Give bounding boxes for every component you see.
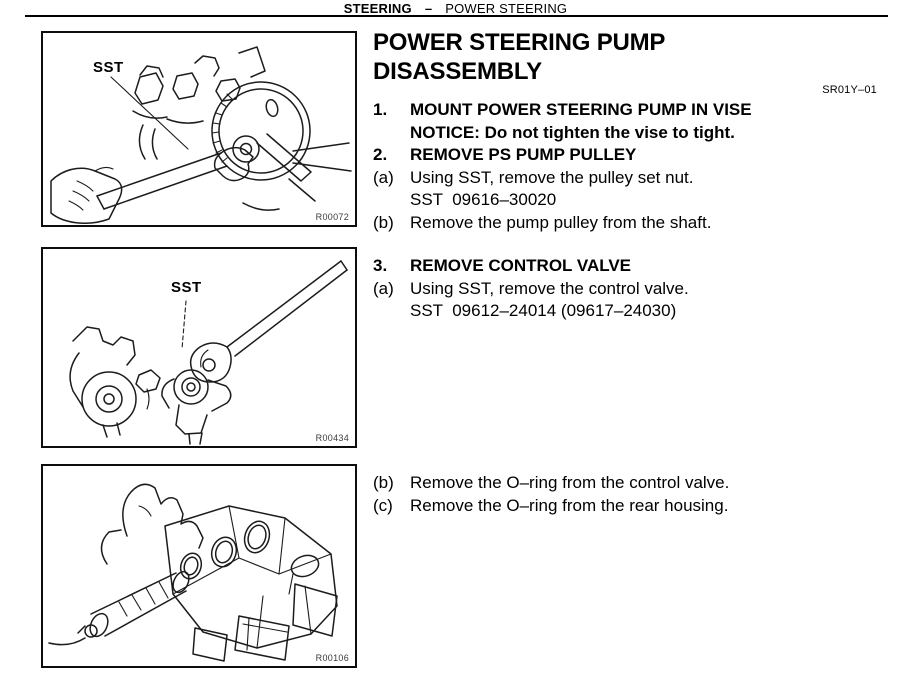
control-valve-removal-illustration bbox=[69, 260, 348, 445]
procedure-block-pulley: 1. MOUNT POWER STEERING PUMP IN VISE NOT… bbox=[373, 99, 893, 234]
sst-part-number-line: SST 09612–24014 (09617–24030) bbox=[373, 300, 893, 323]
procedure-step: 1. MOUNT POWER STEERING PUMP IN VISE bbox=[373, 99, 893, 122]
sst-callout-label: SST bbox=[171, 279, 202, 296]
page-title-line1: POWER STEERING PUMP bbox=[373, 29, 666, 56]
procedure-block-orings: (b) Remove the O–ring from the control v… bbox=[373, 472, 893, 517]
page-title-line2: DISASSEMBLY bbox=[373, 58, 542, 85]
sst-callout-label: SST bbox=[93, 59, 124, 76]
sst-part-number-line: SST 09616–30020 bbox=[373, 189, 893, 212]
figure-oring-removal: R00106 bbox=[41, 464, 357, 668]
oring-removal-illustration bbox=[48, 483, 338, 662]
header-subsection: POWER STEERING bbox=[445, 1, 568, 16]
procedure-substep: (b) Remove the O–ring from the control v… bbox=[373, 472, 893, 495]
step-text: REMOVE PS PUMP PULLEY bbox=[410, 145, 637, 164]
figure-pump-pulley-removal: SST R00072 bbox=[41, 31, 357, 227]
step-number: 1. bbox=[373, 100, 388, 119]
substep-text: Remove the O–ring from the rear housing. bbox=[410, 495, 729, 515]
sst-part-number: SST 09616–30020 bbox=[410, 190, 557, 209]
procedure-step: 2. REMOVE PS PUMP PULLEY bbox=[373, 144, 893, 167]
substep-text: Using SST, remove the control valve. bbox=[410, 278, 689, 298]
substep-letter bbox=[373, 189, 410, 212]
figure-control-valve-removal: SST R00434 bbox=[41, 247, 357, 448]
procedure-step: 3. REMOVE CONTROL VALVE bbox=[373, 255, 893, 278]
header-section: STEERING bbox=[343, 1, 412, 16]
substep-text: Remove the O–ring from the control valve… bbox=[410, 473, 730, 492]
step-text: REMOVE CONTROL VALVE bbox=[410, 256, 632, 275]
substep-letter: (c) bbox=[373, 495, 393, 515]
procedure-substep: (a) Using SST, remove the control valve. bbox=[373, 278, 893, 301]
pulley-removal-illustration bbox=[50, 46, 352, 225]
step-number: 3. bbox=[373, 256, 388, 275]
substep-letter: (b) bbox=[373, 473, 394, 492]
page-title: POWER STEERING PUMP DISASSEMBLY bbox=[373, 28, 665, 86]
figure-code: R00072 bbox=[315, 212, 349, 222]
procedure-notice: NOTICE: Do not tighten the vise to tight… bbox=[373, 122, 893, 145]
procedure-substep: (a) Using SST, remove the pulley set nut… bbox=[373, 167, 893, 190]
step-number bbox=[373, 122, 410, 145]
figure-code: R00106 bbox=[315, 653, 349, 663]
notice-text: NOTICE: Do not tighten the vise to tight… bbox=[410, 122, 735, 142]
document-code: SR01Y–01 bbox=[822, 84, 877, 96]
step-number: 2. bbox=[373, 145, 388, 164]
page-running-header: STEERING – POWER STEERING bbox=[0, 1, 911, 16]
substep-letter: (b) bbox=[373, 212, 394, 232]
substep-letter bbox=[373, 300, 410, 323]
procedure-substep: (b) Remove the pump pulley from the shaf… bbox=[373, 212, 893, 235]
figure-code: R00434 bbox=[315, 433, 349, 443]
procedure-block-control-valve: 3. REMOVE CONTROL VALVE (a) Using SST, r… bbox=[373, 255, 893, 323]
header-divider-rule bbox=[25, 15, 888, 17]
substep-letter: (a) bbox=[373, 167, 394, 187]
header-dash: – bbox=[424, 1, 433, 16]
substep-letter: (a) bbox=[373, 278, 394, 298]
sst-part-number: SST 09612–24014 (09617–24030) bbox=[410, 301, 677, 320]
substep-text: Remove the pump pulley from the shaft. bbox=[410, 212, 712, 232]
step-text: MOUNT POWER STEERING PUMP IN VISE bbox=[410, 100, 752, 119]
substep-text: Using SST, remove the pulley set nut. bbox=[410, 167, 694, 187]
procedure-substep: (c) Remove the O–ring from the rear hous… bbox=[373, 495, 893, 518]
